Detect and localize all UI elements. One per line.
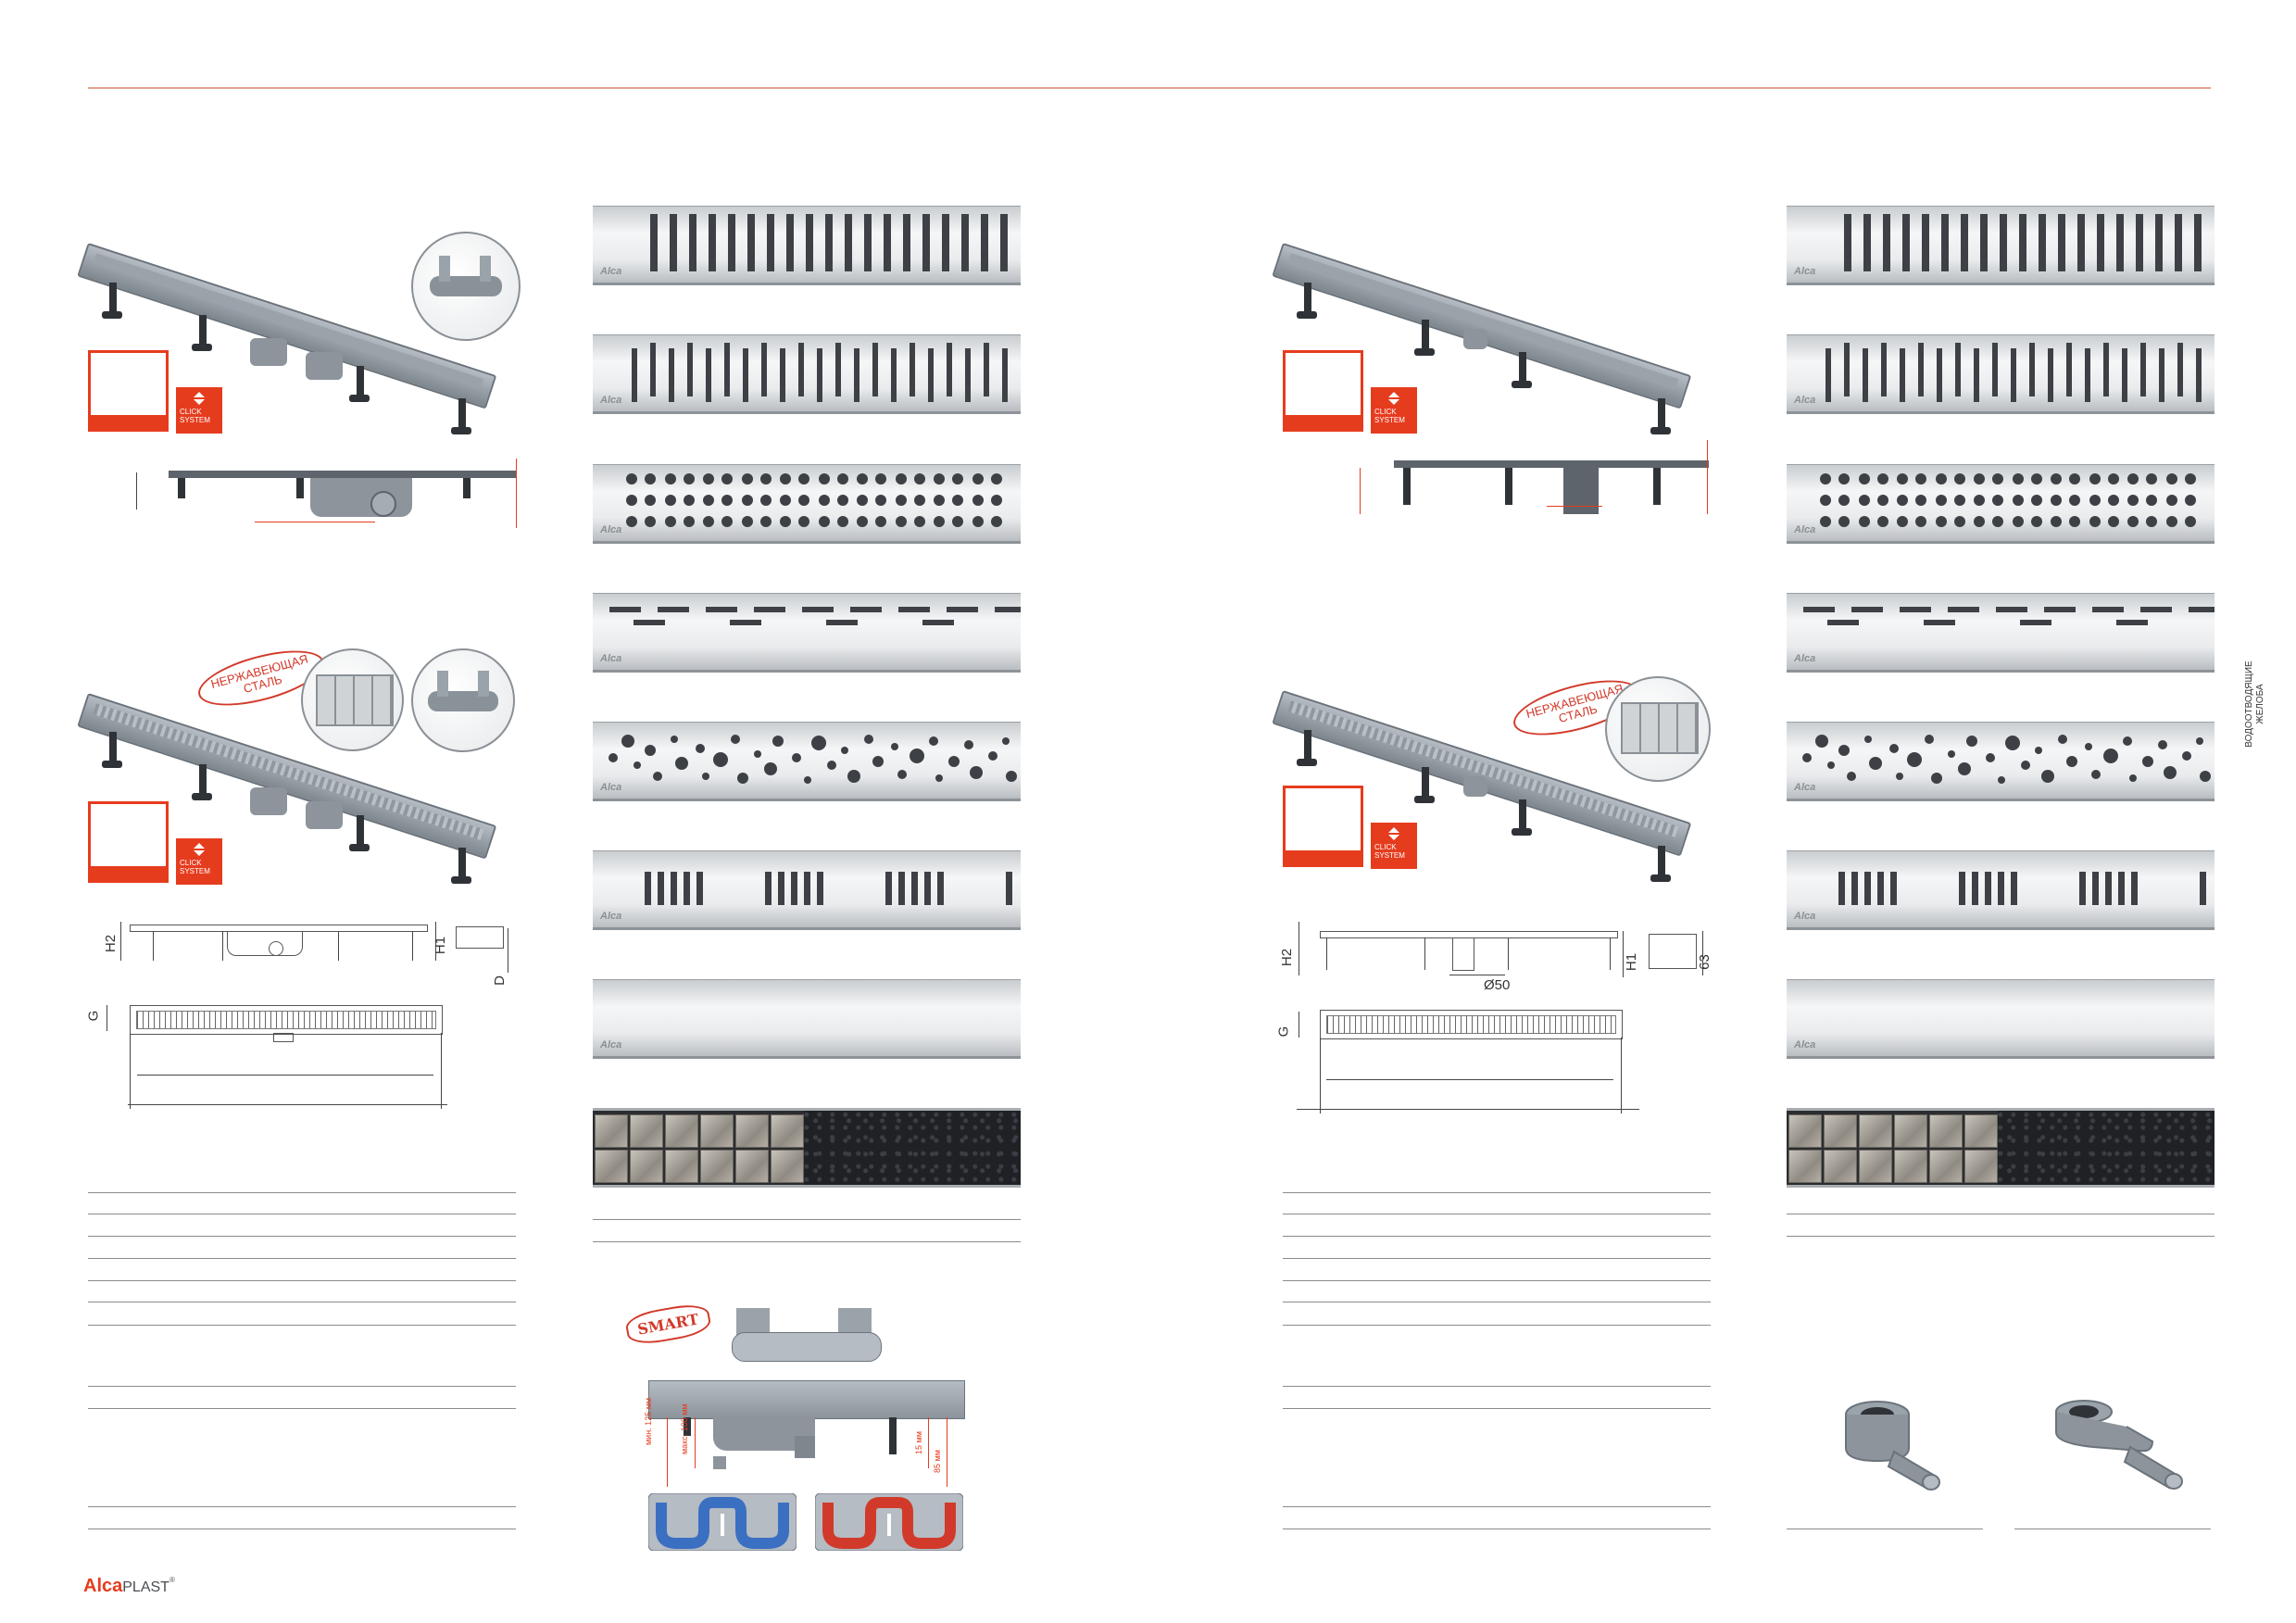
grate-design-bubble: Alca xyxy=(593,722,1021,801)
brand-reg: ® xyxy=(169,1576,175,1584)
grate-logo: Alca xyxy=(1794,1039,1816,1051)
system-label: SYSTEM xyxy=(1374,416,1405,424)
grate-design-bubble: Alca xyxy=(1787,722,2214,801)
dim-h2-left: H2 xyxy=(103,934,119,953)
grate-design-line-segments: Alca xyxy=(593,850,1021,930)
grate-rule xyxy=(593,1241,1021,1242)
dim-g-left: G xyxy=(85,1010,102,1022)
arrow-up-down-icon xyxy=(1388,827,1399,840)
click-label: CLICK xyxy=(180,859,202,867)
grate-design-zigzag: Alca xyxy=(593,334,1021,414)
grate-design-solid: Alca xyxy=(593,979,1021,1059)
siphon-icon xyxy=(2055,1400,2183,1490)
top-rule xyxy=(88,87,2211,89)
grate-logo: Alca xyxy=(600,653,622,664)
grate-design-solid: Alca xyxy=(1787,979,2214,1059)
dim-d-left: D xyxy=(491,975,508,986)
spec-rule xyxy=(1283,1506,1711,1507)
arrow-up-down-icon xyxy=(1388,392,1399,405)
spec-rule xyxy=(1283,1258,1711,1259)
grate-design-tile xyxy=(1787,1108,2214,1188)
dim-63: 63 xyxy=(1696,954,1713,970)
spec-rule xyxy=(1283,1280,1711,1281)
grate-logo: Alca xyxy=(1794,266,1816,277)
grate-design-dash: Alca xyxy=(593,593,1021,673)
brand-alca: Alca xyxy=(83,1576,123,1596)
dim-d50: Ø50 xyxy=(1484,977,1511,993)
grate-logo: Alca xyxy=(600,266,622,277)
dim-85mm: 85 мм xyxy=(933,1450,942,1473)
grate-design-line-segments: Alca xyxy=(1787,850,2214,930)
grate-design-dash: Alca xyxy=(1787,593,2214,673)
grate-inset-2 xyxy=(1605,676,1711,782)
grate-logo: Alca xyxy=(600,524,622,535)
grate-logo: Alca xyxy=(600,1039,622,1051)
spec-rule xyxy=(1283,1408,1711,1409)
click-system-inset xyxy=(411,232,521,341)
click-system-badge-3: CLICK SYSTEM xyxy=(1371,387,1417,434)
click-label: CLICK xyxy=(1374,843,1397,851)
grate-logo: Alca xyxy=(600,782,622,793)
spec-badge-2-bar xyxy=(88,866,169,883)
grate-logo: Alca xyxy=(1794,911,1816,922)
grate-design-cube: Alca xyxy=(1787,464,2214,544)
side-label-line2: ЖЕЛОБА xyxy=(2255,684,2265,724)
click-system-inset-2 xyxy=(411,648,515,752)
system-label: SYSTEM xyxy=(1374,851,1405,860)
siphon-icon xyxy=(1845,1401,1940,1491)
brand-plast: PLAST xyxy=(122,1579,169,1595)
spec-badge-4-bar xyxy=(1283,850,1363,867)
side-label-line1: ВОДООТВОДЯЩИЕ xyxy=(2244,661,2254,748)
dim-h1-right: H1 xyxy=(1624,952,1640,972)
dim-15mm: 15 мм xyxy=(914,1431,923,1454)
grate-design-cube: Alca xyxy=(593,464,1021,544)
dim-h1-left: H1 xyxy=(433,936,449,955)
spec-rule xyxy=(88,1280,516,1281)
click-label: CLICK xyxy=(1374,408,1397,416)
grate-design-tile xyxy=(593,1108,1021,1188)
spec-rule xyxy=(1283,1192,1711,1193)
arrow-up-down-icon xyxy=(194,843,205,856)
grate-inset-1 xyxy=(301,648,404,751)
grate-design-line: Alca xyxy=(593,206,1021,285)
spec-rule xyxy=(88,1408,516,1409)
dim-h2-right: H2 xyxy=(1279,948,1296,967)
spec-rule xyxy=(1283,1236,1711,1237)
spec-rule xyxy=(88,1236,516,1237)
grate-design-line: Alca xyxy=(1787,206,2214,285)
click-system-badge-1: CLICK SYSTEM xyxy=(176,387,222,434)
spec-rule xyxy=(88,1506,516,1507)
spec-badge-1-bar xyxy=(88,415,169,432)
spec-badge-3-bar xyxy=(1283,415,1363,432)
grate-logo: Alca xyxy=(1794,653,1816,664)
click-label: CLICK xyxy=(180,408,202,416)
dim-max100: макс. 100 мм xyxy=(680,1403,689,1454)
system-label: SYSTEM xyxy=(180,416,210,424)
grate-logo: Alca xyxy=(1794,782,1816,793)
brand-logo: AlcaPLAST® xyxy=(83,1576,175,1597)
grate-logo: Alca xyxy=(1794,395,1816,406)
spec-rule xyxy=(1283,1325,1711,1326)
side-section-label: ВОДООТВОДЯЩИЕ ЖЕЛОБА xyxy=(2244,648,2266,760)
smart-stamp: SMART xyxy=(623,1301,712,1348)
grate-logo: Alca xyxy=(1794,524,1816,535)
system-label: SYSTEM xyxy=(180,867,210,875)
spec-rule xyxy=(1283,1386,1711,1387)
spec-rule xyxy=(88,1325,516,1326)
click-system-badge-4: CLICK SYSTEM xyxy=(1371,823,1417,869)
dim-min125: мин. 125 мм xyxy=(644,1397,653,1445)
spec-rule xyxy=(88,1192,516,1193)
grate-logo: Alca xyxy=(600,911,622,922)
spec-rule xyxy=(88,1386,516,1387)
dim-g-right: G xyxy=(1275,1025,1292,1038)
grate-rule xyxy=(1787,1236,2214,1237)
grate-design-zigzag: Alca xyxy=(1787,334,2214,414)
grate-logo: Alca xyxy=(600,395,622,406)
spec-rule xyxy=(88,1258,516,1259)
arrow-up-down-icon xyxy=(194,392,205,405)
click-system-badge-2: CLICK SYSTEM xyxy=(176,838,222,885)
grate-rule xyxy=(593,1219,1021,1220)
